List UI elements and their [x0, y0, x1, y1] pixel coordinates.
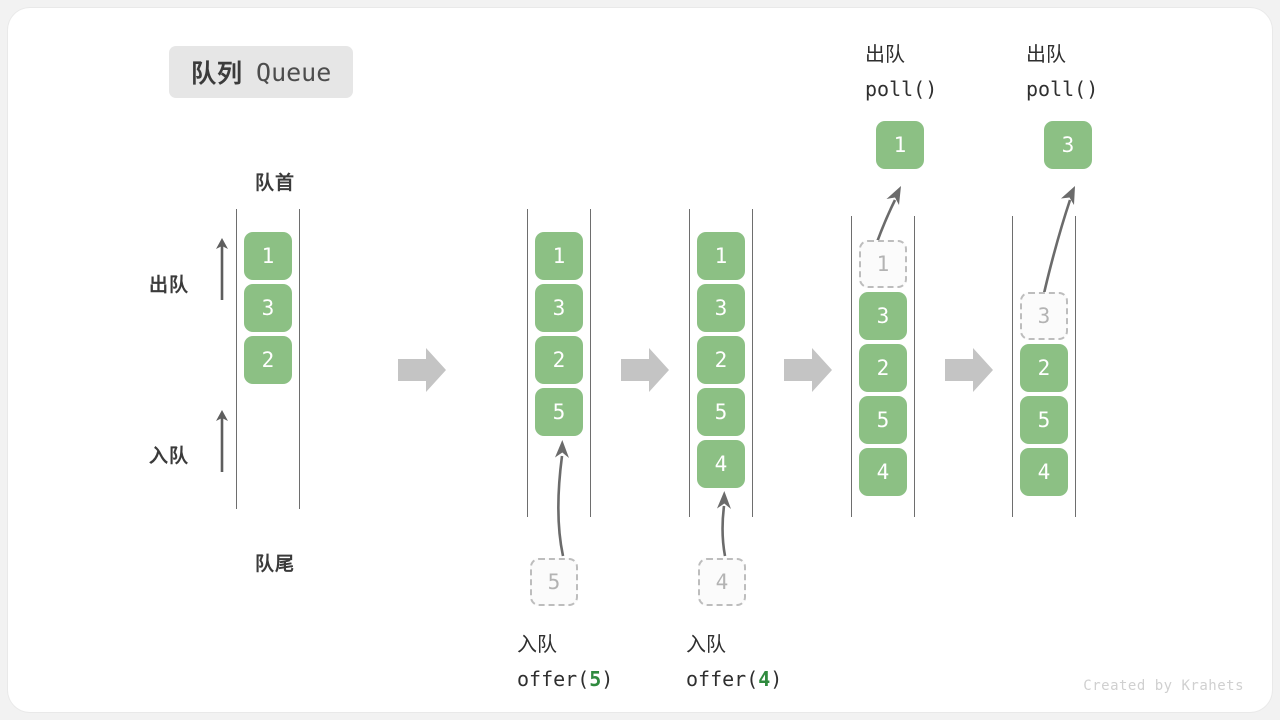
- operation-caption-code: poll(): [865, 72, 937, 106]
- queue-cell: 2: [1020, 344, 1068, 392]
- operation-caption: 出队 poll(): [865, 38, 937, 106]
- enqueue-direction-label: 入队: [149, 446, 190, 467]
- operation-caption: 入队 offer(5): [517, 628, 613, 696]
- transition-arrow-icon: [945, 348, 993, 392]
- queue-cell: 3: [244, 284, 292, 332]
- operation-caption-code: poll(): [1026, 72, 1098, 106]
- queue-ghost-cell: 4: [698, 558, 746, 606]
- queue-cell: 5: [859, 396, 907, 444]
- operation-caption-code: offer(5): [517, 662, 613, 696]
- code-prefix: poll(: [865, 77, 926, 101]
- enqueue-direction-arrow-icon: [216, 410, 228, 472]
- queue-cell: 3: [859, 292, 907, 340]
- queue-rail-left-4: [851, 216, 852, 517]
- credit-label: Created by Krahets: [1083, 678, 1244, 694]
- queue-ghost-cell: 5: [530, 558, 578, 606]
- queue-cell: 1: [697, 232, 745, 280]
- queue-head-label: 队首: [254, 173, 295, 194]
- queue-rail-left-2: [527, 209, 528, 517]
- queue-rail-left-3: [689, 209, 690, 517]
- operation-caption: 出队 poll(): [1026, 38, 1098, 106]
- poll-result-cell: 3: [1044, 121, 1092, 169]
- code-suffix: ): [1086, 77, 1099, 101]
- queue-ghost-cell: 1: [859, 240, 907, 288]
- queue-cell: 5: [697, 388, 745, 436]
- code-suffix: ): [925, 77, 938, 101]
- queue-cell: 4: [1020, 448, 1068, 496]
- title-badge: 队列 Queue: [169, 46, 354, 98]
- diagram-card: 队列 Queue 队首 1 3 2 出队 入队 队尾 1 3 2 5 5 入队 …: [8, 8, 1272, 712]
- queue-cell: 2: [697, 336, 745, 384]
- queue-rail-left-1: [236, 209, 237, 509]
- queue-ghost-cell: 3: [1020, 292, 1068, 340]
- queue-cell: 4: [859, 448, 907, 496]
- transition-arrow-icon: [621, 348, 669, 392]
- dequeue-direction-arrow-icon: [216, 238, 228, 300]
- title-chinese: 队列: [191, 60, 244, 88]
- transition-arrow-icon: [784, 348, 832, 392]
- queue-cell: 5: [535, 388, 583, 436]
- queue-cell: 5: [1020, 396, 1068, 444]
- queue-rail-right-3: [752, 209, 753, 517]
- queue-cell: 2: [535, 336, 583, 384]
- queue-cell: 2: [859, 344, 907, 392]
- queue-cell: 3: [697, 284, 745, 332]
- queue-rail-right-1: [299, 209, 300, 509]
- queue-rail-right-5: [1075, 216, 1076, 517]
- queue-rail-right-4: [914, 216, 915, 517]
- queue-rail-right-2: [590, 209, 591, 517]
- queue-cell: 3: [535, 284, 583, 332]
- operation-caption-cn: 入队: [686, 634, 726, 656]
- queue-tail-label: 队尾: [254, 554, 295, 575]
- code-prefix: poll(: [1026, 77, 1087, 101]
- queue-cell: 4: [697, 440, 745, 488]
- queue-cell: 2: [244, 336, 292, 384]
- code-prefix: offer(: [517, 667, 590, 691]
- queue-rail-left-5: [1012, 216, 1013, 517]
- code-suffix: ): [601, 667, 614, 691]
- operation-caption-cn: 出队: [1026, 44, 1066, 66]
- enqueue-curve-arrow-icon: [555, 440, 569, 557]
- code-prefix: offer(: [686, 667, 759, 691]
- queue-cell: 1: [244, 232, 292, 280]
- code-value: 4: [758, 667, 771, 691]
- code-suffix: ): [770, 667, 783, 691]
- operation-caption: 入队 offer(4): [686, 628, 782, 696]
- operation-caption-cn: 入队: [517, 634, 557, 656]
- transition-arrow-icon: [398, 348, 446, 392]
- code-value: 5: [589, 667, 602, 691]
- operation-caption-code: offer(4): [686, 662, 782, 696]
- poll-result-cell: 1: [876, 121, 924, 169]
- dequeue-direction-label: 出队: [149, 275, 190, 296]
- queue-cell: 1: [535, 232, 583, 280]
- title-english: Queue: [256, 57, 332, 87]
- operation-caption-cn: 出队: [865, 44, 905, 66]
- enqueue-curve-arrow-icon: [717, 491, 731, 557]
